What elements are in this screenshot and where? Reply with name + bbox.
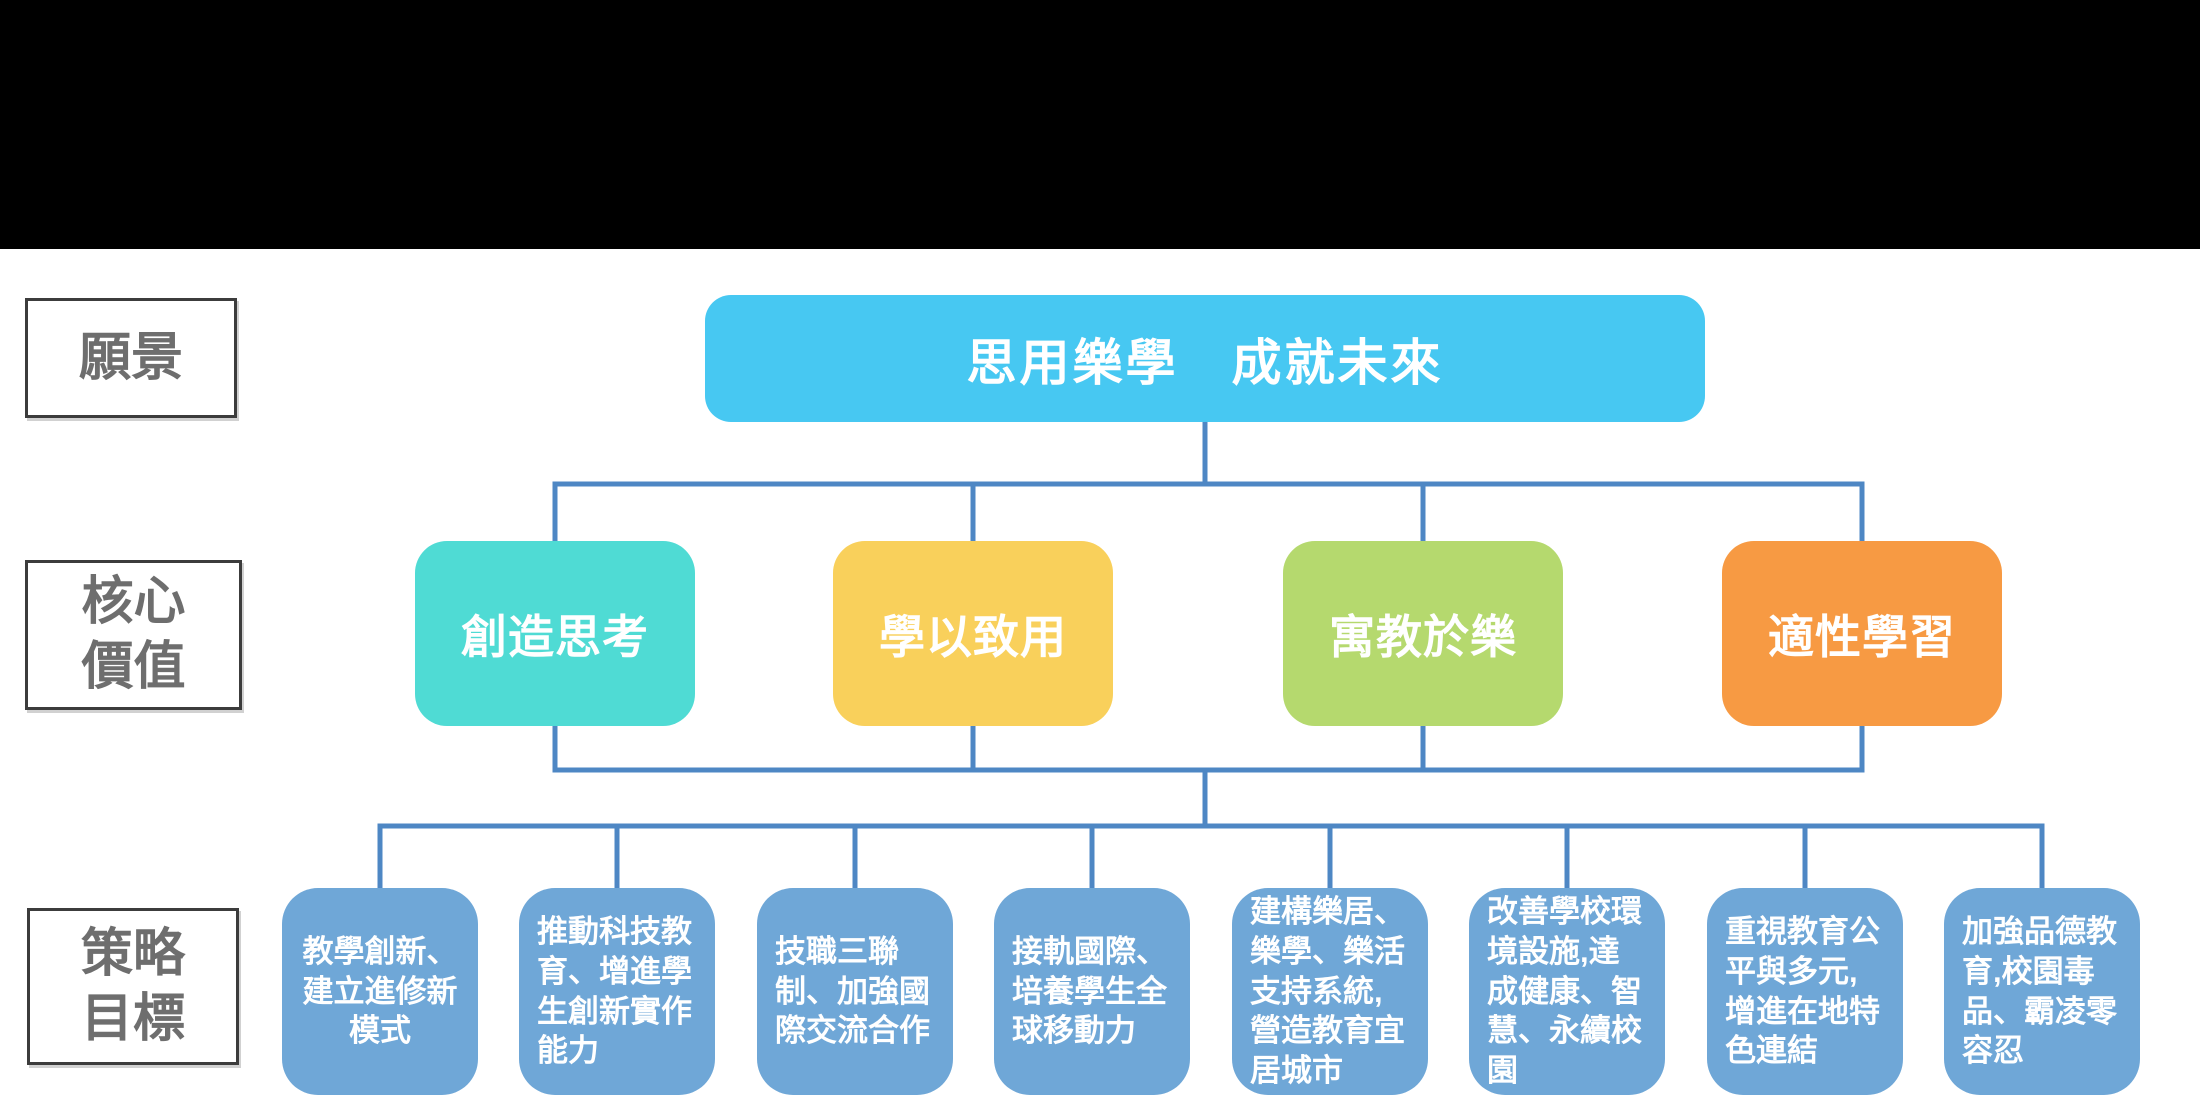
strategy-goal-text: 加強品德教 育,校園毒 品、霸凌零 容忍 bbox=[1962, 913, 2117, 1069]
row-label-vision: 願景 bbox=[25, 298, 237, 418]
strategy-goal-box-7: 重視教育公 平與多元, 增進在地特 色連結 bbox=[1707, 888, 1903, 1095]
strategy-goal-box-4: 接軌國際、 培養學生全 球移動力 bbox=[994, 888, 1190, 1095]
core-value-box-2: 學以致用 bbox=[833, 541, 1113, 726]
strategy-goal-text: 重視教育公 平與多元, 增進在地特 色連結 bbox=[1725, 913, 1880, 1069]
core-value-box-1: 創造思考 bbox=[415, 541, 695, 726]
core-value-box-3: 寓教於樂 bbox=[1283, 541, 1563, 726]
top-letterbox-bar bbox=[0, 0, 2200, 249]
strategy-goal-text: 接軌國際、 培養學生全 球移動力 bbox=[1012, 933, 1167, 1049]
strategy-goal-box-6: 改善學校環 境設施,達 成健康、智 慧、永續校 園 bbox=[1469, 888, 1665, 1095]
strategy-goal-text: 技職三聯 制、加強國 際交流合作 bbox=[775, 933, 930, 1049]
core-value-box-4: 適性學習 bbox=[1722, 541, 2002, 726]
strategy-goal-box-8: 加強品德教 育,校園毒 品、霸凌零 容忍 bbox=[1944, 888, 2140, 1095]
strategy-goal-box-1: 教學創新、 建立進修新 模式 bbox=[282, 888, 478, 1095]
strategy-goal-text: 推動科技教 育、增進學 生創新實作 能力 bbox=[537, 913, 692, 1069]
row-label-strategy-goals: 策略 目標 bbox=[27, 908, 239, 1065]
strategy-goal-box-2: 推動科技教 育、增進學 生創新實作 能力 bbox=[519, 888, 715, 1095]
strategy-goal-box-5: 建構樂居、 樂學、樂活 支持系統, 營造教育宜 居城市 bbox=[1232, 888, 1428, 1095]
strategy-goal-text: 建構樂居、 樂學、樂活 支持系統, 營造教育宜 居城市 bbox=[1250, 893, 1405, 1089]
strategy-goal-text: 改善學校環 境設施,達 成健康、智 慧、永續校 園 bbox=[1487, 893, 1642, 1089]
strategy-goal-box-3: 技職三聯 制、加強國 際交流合作 bbox=[757, 888, 953, 1095]
vision-statement-box: 思用樂學 成就未來 bbox=[705, 295, 1705, 422]
strategy-goal-text: 教學創新、 建立進修新 模式 bbox=[302, 933, 458, 1049]
row-label-core-values: 核心 價值 bbox=[25, 560, 242, 710]
